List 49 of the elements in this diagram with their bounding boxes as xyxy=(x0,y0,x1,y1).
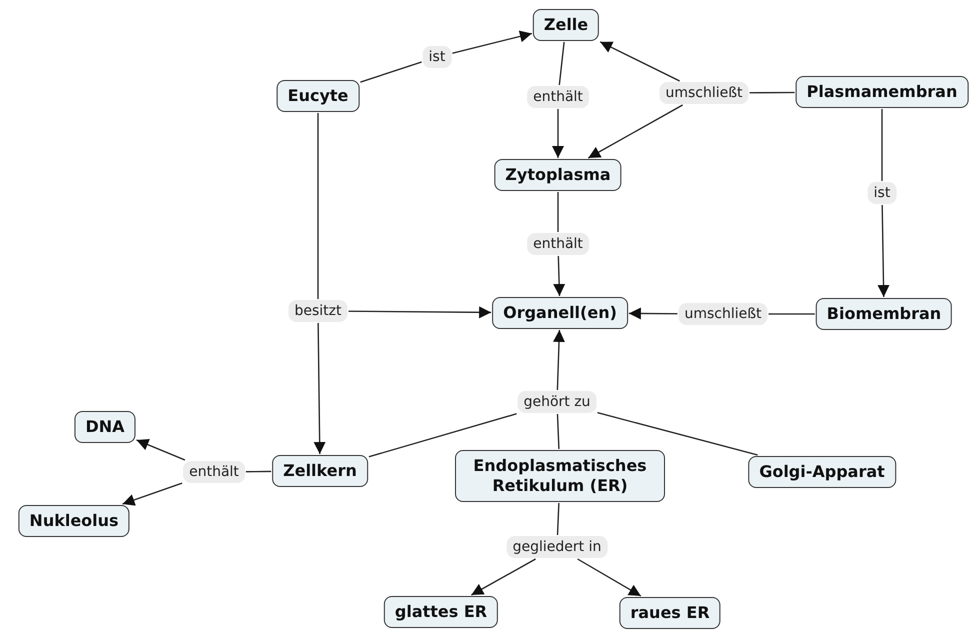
arrow xyxy=(553,330,566,390)
concept-box: Organell(en) xyxy=(492,297,628,329)
connector-line xyxy=(556,502,560,536)
connector-line xyxy=(557,192,559,232)
connector-line xyxy=(881,109,883,181)
arrow xyxy=(552,109,564,158)
concept-box: Nukleolus xyxy=(18,505,130,537)
concept-box: Endoplasmatisches Retikulum (ER) xyxy=(455,450,665,502)
linking-phrase: enthält xyxy=(527,233,589,255)
arrow xyxy=(348,306,492,318)
arrow xyxy=(588,104,683,159)
concept-box: glattes ER xyxy=(384,596,498,628)
connector-line xyxy=(597,412,758,456)
arrow xyxy=(136,439,186,461)
linking-phrase: ist xyxy=(868,182,896,204)
concept-box: Plasmamembran xyxy=(796,76,968,108)
arrow xyxy=(878,204,890,298)
connector-line xyxy=(768,313,815,315)
concept-box: raues ER xyxy=(619,597,721,629)
arrow xyxy=(600,41,680,82)
linking-phrase: umschließt xyxy=(659,82,749,104)
concept-box: Zelle xyxy=(532,9,600,41)
connector-line xyxy=(750,92,795,94)
linking-phrase: enthält xyxy=(183,461,245,483)
arrow xyxy=(314,323,326,454)
linking-phrase: ist xyxy=(422,46,452,68)
concept-box: Golgi-Apparat xyxy=(748,456,896,488)
concept-box: Biomembran xyxy=(816,298,952,330)
linking-phrase: umschließt xyxy=(678,303,768,325)
linking-phrase: gegliedert in xyxy=(506,536,608,558)
linking-phrase: besitzt xyxy=(288,300,348,322)
linking-phrase: enthält xyxy=(527,86,589,108)
arrow xyxy=(628,308,678,320)
connector-line xyxy=(317,113,319,299)
arrow xyxy=(577,558,642,597)
concept-box: DNA xyxy=(74,411,136,443)
connector-line xyxy=(246,470,272,472)
connector-line xyxy=(558,42,565,86)
connector-line xyxy=(360,61,422,83)
concept-box: Zytoplasma xyxy=(494,159,622,191)
arrow xyxy=(452,30,532,54)
connector-line xyxy=(556,414,560,450)
arrow xyxy=(122,482,182,506)
concept-box: Zellkern xyxy=(272,455,368,487)
concept-box: Eucyte xyxy=(276,80,360,112)
arrow xyxy=(553,256,566,296)
connector-line xyxy=(368,413,517,458)
arrow xyxy=(471,558,536,596)
linking-phrase: gehört zu xyxy=(518,391,596,413)
